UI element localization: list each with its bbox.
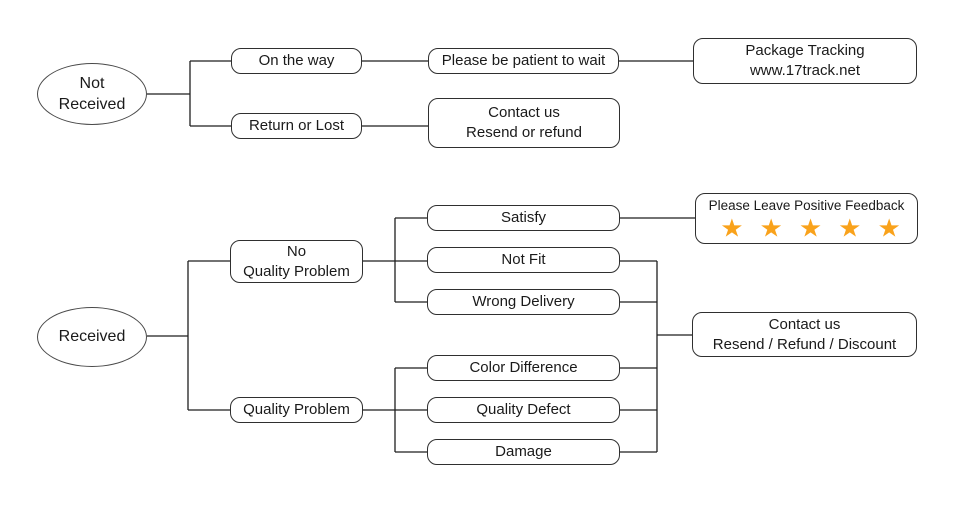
node-no-quality-problem-line2: Quality Problem xyxy=(243,262,350,280)
node-package-tracking-url: www.17track.net xyxy=(749,62,861,79)
node-quality-problem-label: Quality Problem xyxy=(243,401,350,419)
node-contact-discount: Contact us Resend / Refund / Discount xyxy=(692,312,917,357)
node-no-quality-problem: No Quality Problem xyxy=(230,240,363,283)
star-icon: ★ xyxy=(877,214,909,243)
node-quality-problem: Quality Problem xyxy=(230,397,363,423)
node-return-or-lost: Return or Lost xyxy=(231,113,362,139)
node-damage-label: Damage xyxy=(495,443,552,461)
star-icon: ★ xyxy=(759,214,791,243)
node-package-tracking-line1: Package Tracking xyxy=(745,42,865,60)
node-wrong-delivery-label: Wrong Delivery xyxy=(472,293,575,311)
node-quality-defect-label: Quality Defect xyxy=(476,401,571,419)
node-please-be-patient-label: Please be patient to wait xyxy=(441,52,606,70)
node-not-fit-label: Not Fit xyxy=(501,251,546,269)
node-no-quality-problem-line1: No xyxy=(286,242,307,260)
node-please-be-patient: Please be patient to wait xyxy=(428,48,619,74)
node-contact-resend-refund-line1: Contact us xyxy=(488,104,560,122)
node-received-label: Received xyxy=(58,328,126,346)
node-color-difference: Color Difference xyxy=(427,355,620,381)
node-not-fit: Not Fit xyxy=(427,247,620,273)
node-not-received: Not Received xyxy=(37,63,147,125)
star-icon: ★ xyxy=(798,214,831,243)
node-not-received-label: Not Received xyxy=(58,74,126,113)
node-received: Received xyxy=(37,307,147,367)
star-icon: ★ xyxy=(838,214,870,243)
node-return-or-lost-label: Return or Lost xyxy=(248,117,345,135)
node-satisfy-label: Satisfy xyxy=(500,209,546,227)
node-package-tracking: Package Tracking www.17track.net xyxy=(693,38,917,84)
node-contact-discount-line1: Contact us xyxy=(768,315,841,333)
node-wrong-delivery: Wrong Delivery xyxy=(427,289,620,315)
node-quality-defect: Quality Defect xyxy=(427,397,620,423)
node-satisfy: Satisfy xyxy=(427,205,620,231)
node-contact-resend-refund: Contact us Resend or refund xyxy=(428,98,620,148)
node-contact-discount-line2: Resend / Refund / Discount xyxy=(712,335,897,353)
node-damage: Damage xyxy=(427,439,620,465)
star-rating: ★★★★★ xyxy=(704,215,909,241)
node-on-the-way: On the way xyxy=(231,48,362,74)
node-contact-resend-refund-line2: Resend or refund xyxy=(466,124,582,141)
node-on-the-way-label: On the way xyxy=(258,52,335,70)
star-icon: ★ xyxy=(720,214,752,243)
node-positive-feedback-label: Please Leave Positive Feedback xyxy=(708,197,905,213)
node-color-difference-label: Color Difference xyxy=(469,359,578,377)
node-positive-feedback: Please Leave Positive Feedback ★★★★★ xyxy=(695,193,918,244)
